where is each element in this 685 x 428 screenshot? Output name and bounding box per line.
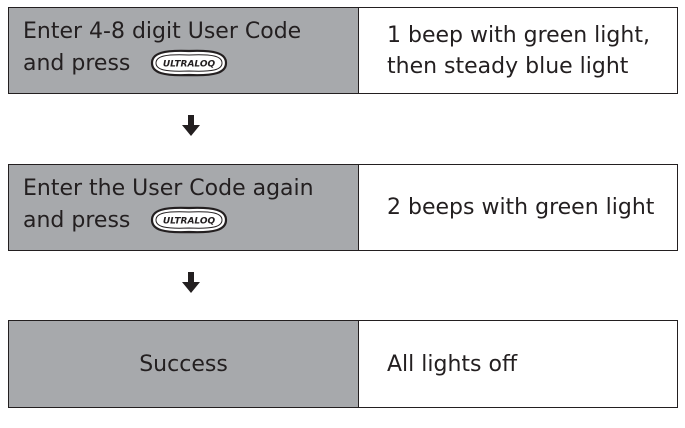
down-arrow-icon — [182, 272, 200, 293]
down-arrow-icon — [182, 115, 200, 136]
step-2-result-line1: 2 beeps with green light — [387, 195, 655, 220]
step-3-result-line1: All lights off — [387, 351, 518, 377]
step-1-action: Enter 4-8 digit User Code and press ULTR… — [9, 8, 359, 93]
step-1-action-line1: Enter 4-8 digit User Code — [23, 19, 302, 44]
svg-text:ULTRALOQ: ULTRALOQ — [163, 60, 216, 70]
step-1-result: 1 beep with green light, then steady blu… — [359, 8, 677, 93]
step-3-action: Success — [9, 321, 359, 407]
step-2-row: Enter the User Code again and press ULTR… — [8, 164, 678, 251]
step-1-row: Enter 4-8 digit User Code and press ULTR… — [8, 7, 678, 94]
step-1-result-line1: 1 beep with green light, — [387, 22, 650, 48]
step-2-action: Enter the User Code again and press ULTR… — [9, 165, 359, 250]
step-2-action-line1: Enter the User Code again — [23, 176, 314, 201]
step-2-action-line2: and press — [23, 207, 131, 233]
step-3-row: Success All lights off — [8, 320, 678, 408]
step-1-result-line2: then steady blue light — [387, 53, 629, 79]
ultraloq-button-icon: ULTRALOQ — [151, 206, 228, 234]
svg-text:ULTRALOQ: ULTRALOQ — [163, 217, 216, 227]
step-3-action-line1: Success — [139, 351, 228, 377]
step-1-press-row: and press ULTRALOQ — [23, 47, 344, 79]
step-2-result: 2 beeps with green light — [359, 165, 677, 250]
step-3-result: All lights off — [359, 321, 677, 407]
ultraloq-button-icon: ULTRALOQ — [151, 49, 228, 77]
step-2-press-row: and press ULTRALOQ — [23, 204, 344, 236]
step-1-action-line2: and press — [23, 50, 131, 76]
